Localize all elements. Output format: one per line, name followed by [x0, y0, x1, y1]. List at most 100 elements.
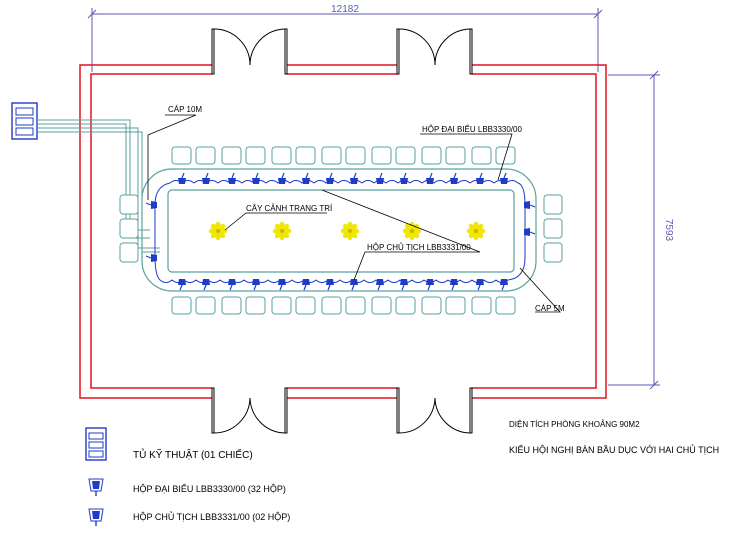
- conference-unit-icon: [500, 279, 508, 291]
- cable-5m-label: CÁP 5M: [535, 304, 565, 313]
- chair: [119, 242, 139, 263]
- chair: [543, 218, 563, 239]
- chair: [119, 218, 139, 239]
- conference-unit-icon: [202, 172, 210, 184]
- legend-delegate-icon: [88, 478, 104, 496]
- chair: [543, 194, 563, 215]
- layout-type-note: KIỂU HỘI NGHỊ BÀN BẦU DỤC VỚI HAI CHỦ TỊ…: [509, 444, 719, 455]
- conference-unit-icon: [228, 279, 236, 291]
- conference-units: [145, 172, 536, 291]
- conference-unit-icon: [228, 172, 236, 184]
- chair: [245, 296, 266, 315]
- legend: TỦ KỸ THUẬT (01 CHIẾC) HỘP ĐẠI BIỂU LBB3…: [85, 427, 290, 526]
- conference-unit-icon: [476, 172, 484, 184]
- conference-unit-icon: [326, 172, 334, 184]
- technical-cabinet-icon: [11, 102, 38, 140]
- conference-unit-icon: [278, 279, 286, 291]
- conference-unit-icon: [278, 172, 286, 184]
- door-bottom-left: [211, 387, 288, 434]
- conference-unit-icon: [400, 279, 408, 291]
- room-walls: [79, 64, 607, 399]
- conference-unit-icon: [252, 279, 260, 291]
- chair: [171, 296, 192, 315]
- conference-unit-icon: [476, 279, 484, 291]
- door-top-right: [396, 28, 473, 75]
- chairs: [119, 146, 563, 315]
- conference-unit-icon: [524, 201, 536, 209]
- conference-unit-icon: [145, 201, 157, 209]
- conference-unit-icon: [450, 279, 458, 291]
- chair: [543, 242, 563, 263]
- chair: [221, 296, 242, 315]
- conference-unit-icon: [376, 172, 384, 184]
- plant-icon: [208, 221, 228, 241]
- conference-unit-icon: [524, 228, 536, 236]
- height-dimension: [608, 70, 660, 390]
- conference-unit-icon: [376, 279, 384, 291]
- chair: [421, 296, 442, 315]
- chair: [345, 146, 366, 165]
- legend-cabinet-icon: [85, 427, 107, 461]
- chair: [195, 146, 216, 165]
- width-dimension-label: 12182: [331, 4, 359, 15]
- conference-unit-icon: [350, 279, 358, 291]
- conference-unit-icon: [202, 279, 210, 291]
- conference-unit-icon: [500, 172, 508, 184]
- conference-unit-icon: [326, 279, 334, 291]
- plant-icon: [340, 221, 360, 241]
- chair: [395, 296, 416, 315]
- legend-chairman-icon: [88, 508, 104, 526]
- chair: [245, 146, 266, 165]
- chair: [371, 146, 392, 165]
- chair: [271, 146, 292, 165]
- chair: [445, 146, 466, 165]
- chair: [321, 296, 342, 315]
- conference-unit-icon: [178, 279, 186, 291]
- legend-cabinet-text: TỦ KỸ THUẬT (01 CHIẾC): [133, 448, 253, 461]
- chair: [321, 146, 342, 165]
- chairman-unit-label: HỘP CHỦ TỊCH LBB3331/00: [367, 243, 471, 252]
- chair: [421, 146, 442, 165]
- cable-10m-label: CÁP 10M: [168, 105, 202, 114]
- conference-unit-icon: [252, 172, 260, 184]
- plant-icon: [402, 221, 422, 241]
- chair: [471, 146, 492, 165]
- oval-table: [141, 168, 537, 292]
- chair: [271, 296, 292, 315]
- conference-unit-icon: [302, 279, 310, 291]
- chair: [495, 296, 516, 315]
- door-top-left: [211, 28, 288, 75]
- legend-delegate-text: HỘP ĐẠI BIỂU LBB3330/00 (32 HỘP): [133, 483, 286, 494]
- conference-unit-icon: [178, 172, 186, 184]
- chair: [195, 296, 216, 315]
- chair: [171, 146, 192, 165]
- chair: [445, 296, 466, 315]
- decorative-plants: [208, 221, 486, 241]
- height-dimension-label: 7593: [663, 219, 674, 242]
- width-dimension: [87, 8, 603, 72]
- chair: [395, 146, 416, 165]
- plant-icon: [466, 221, 486, 241]
- conference-unit-icon: [400, 172, 408, 184]
- chair: [295, 146, 316, 165]
- chair: [371, 296, 392, 315]
- plants-label: CÂY CẢNH TRANG TRÍ: [246, 204, 333, 213]
- chair: [345, 296, 366, 315]
- conference-unit-icon: [145, 254, 157, 262]
- leader-lines: [147, 114, 561, 313]
- conference-unit-icon: [350, 172, 358, 184]
- chair: [221, 146, 242, 165]
- delegate-unit-label: HỘP ĐẠI BIỂU LBB3330/00: [422, 125, 522, 134]
- conference-unit-icon: [426, 279, 434, 291]
- conference-unit-icon: [426, 172, 434, 184]
- chair: [295, 296, 316, 315]
- chair: [471, 296, 492, 315]
- chair: [119, 194, 139, 215]
- room-area-note: DIỆN TÍCH PHÒNG KHOẢNG 90M2: [509, 420, 640, 429]
- conference-unit-icon: [302, 172, 310, 184]
- plant-icon: [272, 221, 292, 241]
- main-cable: [37, 119, 160, 253]
- door-bottom-right: [396, 387, 473, 434]
